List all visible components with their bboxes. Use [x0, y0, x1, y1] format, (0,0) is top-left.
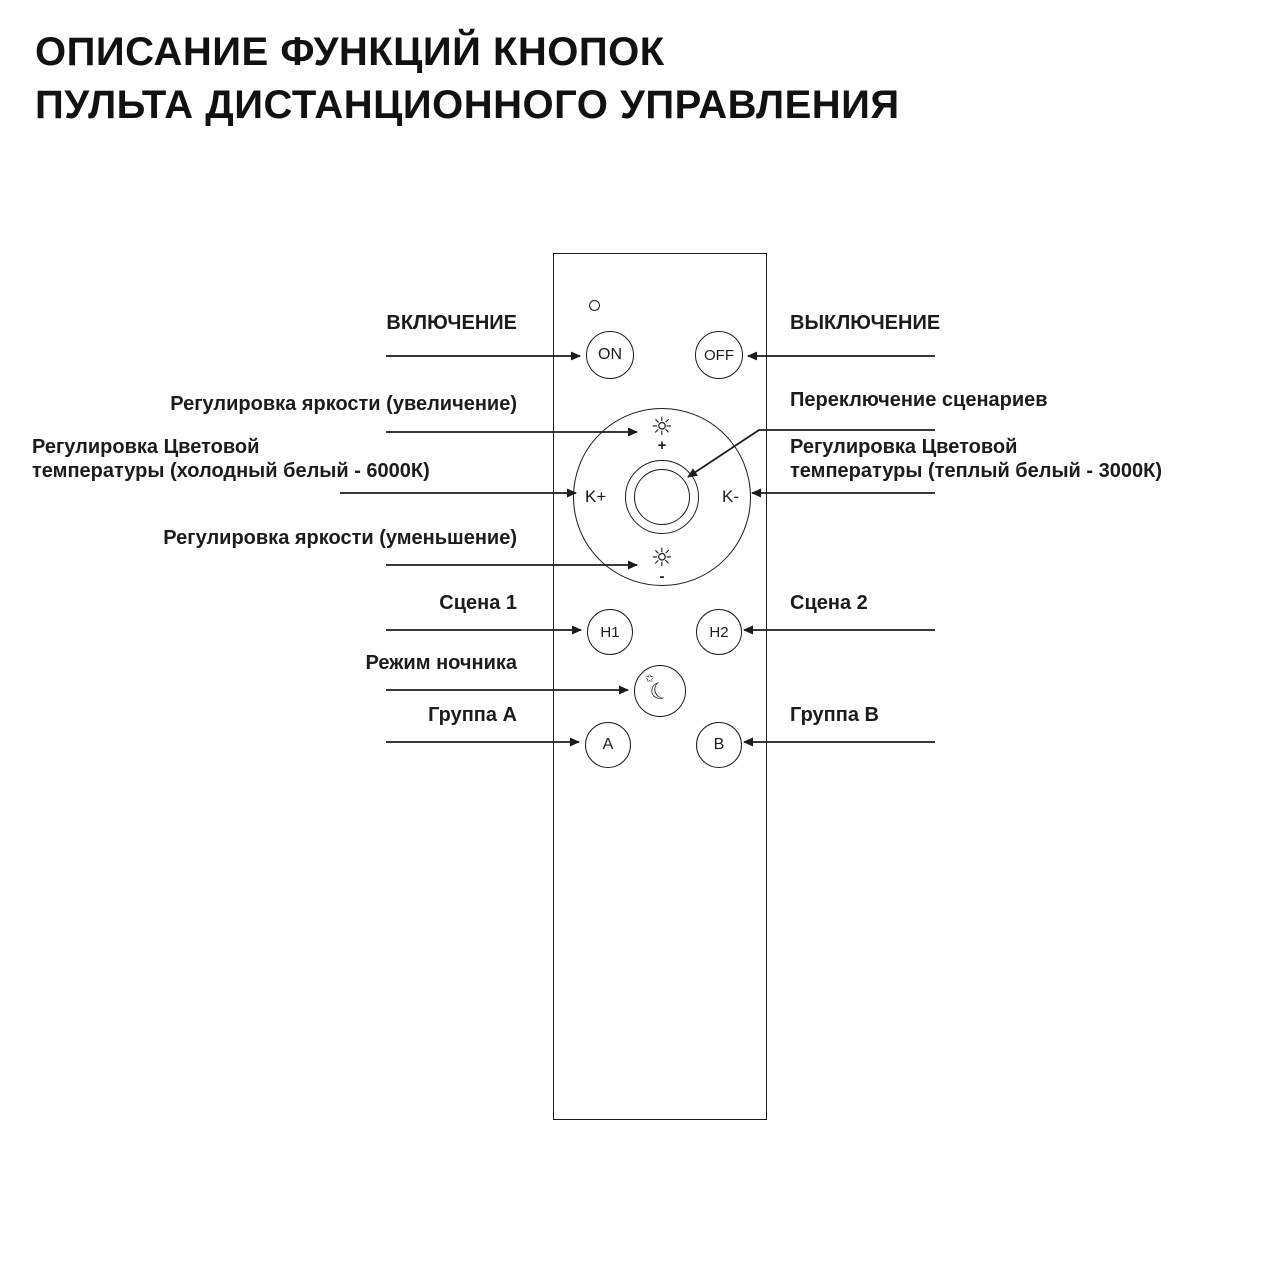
- page-title: ОПИСАНИЕ ФУНКЦИЙ КНОПОК ПУЛЬТА ДИСТАНЦИО…: [35, 26, 900, 132]
- scene-switch-button[interactable]: [625, 460, 699, 534]
- night-mode-button[interactable]: ✩ ☾: [634, 665, 686, 717]
- label-night-mode: Режим ночника: [365, 652, 517, 674]
- label-group-a: Группа A: [428, 704, 517, 726]
- label-color-temp-cold-line2: температуры (холодный белый - 6000К): [32, 460, 430, 482]
- label-scene-1: Сцена 1: [439, 592, 517, 614]
- scene-switch-inner-ring: [634, 469, 690, 525]
- title-line-2: ПУЛЬТА ДИСТАНЦИОННОГО УПРАВЛЕНИЯ: [35, 83, 900, 127]
- remote-body: ON OFF ☼ + K+ K- ☼ - H1 H2 ✩ ☾ A B: [553, 253, 767, 1120]
- k-plus-button[interactable]: K+: [585, 487, 607, 506]
- brightness-up-button[interactable]: ☼ +: [651, 414, 673, 453]
- star-icon: ✩: [645, 672, 655, 685]
- h2-button[interactable]: H2: [696, 609, 742, 655]
- dial-ring: ☼ + K+ K- ☼ -: [573, 408, 751, 586]
- group-b-button[interactable]: B: [696, 722, 742, 768]
- on-button[interactable]: ON: [586, 331, 634, 379]
- label-group-b: Группа B: [790, 704, 879, 726]
- h1-button[interactable]: H1: [587, 609, 633, 655]
- group-a-button[interactable]: A: [585, 722, 631, 768]
- label-color-temp-warm-line2: температуры (теплый белый - 3000К): [790, 460, 1162, 482]
- moon-icon: ☾: [646, 676, 674, 708]
- label-power-on: ВКЛЮЧЕНИЕ: [386, 312, 517, 334]
- label-color-temp-cold: Регулировка Цветовой температуры (холодн…: [32, 435, 430, 483]
- title-line-1: ОПИСАНИЕ ФУНКЦИЙ КНОПОК: [35, 30, 665, 74]
- plus-sign: +: [657, 437, 667, 454]
- brightness-down-button[interactable]: ☼ -: [651, 545, 673, 584]
- label-brightness-down: Регулировка яркости (уменьшение): [163, 527, 517, 549]
- sun-up-icon: ☼: [650, 412, 674, 441]
- label-color-temp-warm-line1: Регулировка Цветовой: [790, 436, 1018, 458]
- sun-down-icon: ☼: [650, 543, 674, 573]
- k-minus-button[interactable]: K-: [722, 487, 739, 506]
- led-indicator: [589, 300, 600, 311]
- label-power-off: ВЫКЛЮЧЕНИЕ: [790, 312, 941, 334]
- label-color-temp-cold-line1: Регулировка Цветовой: [32, 436, 260, 458]
- off-button[interactable]: OFF: [695, 331, 743, 379]
- label-color-temp-warm: Регулировка Цветовой температуры (теплый…: [790, 435, 1162, 483]
- minus-sign: -: [659, 568, 665, 586]
- label-brightness-up: Регулировка яркости (увеличение): [170, 393, 517, 415]
- label-scene-switch: Переключение сценариев: [790, 389, 1048, 411]
- label-scene-2: Сцена 2: [790, 592, 868, 614]
